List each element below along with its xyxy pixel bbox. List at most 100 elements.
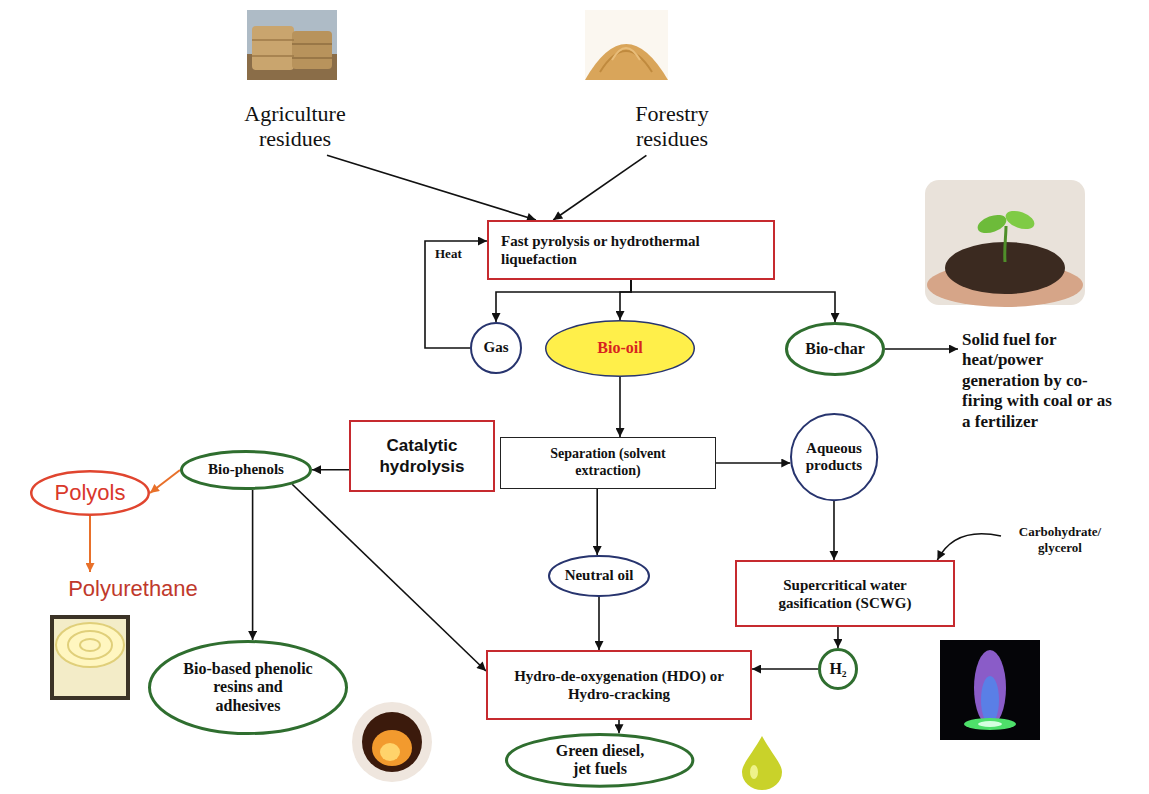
hay-bales-photo — [252, 39, 294, 41]
seedling-photo — [975, 211, 1009, 236]
flow-arrow — [619, 377, 621, 437]
product-ellipse: Bio-phenols — [180, 450, 312, 490]
foam-roll-photo — [68, 631, 112, 659]
process-box: Hydro-de-oxygenation (HDO) or Hydro-crac… — [486, 650, 752, 720]
foam-roll-photo — [56, 623, 124, 667]
product-ellipse: Bio-based phenolic resins and adhesives — [148, 640, 348, 735]
hydrogen-flame-photo — [940, 640, 1040, 740]
node-text: Bio-phenols — [208, 461, 284, 478]
product-ellipse: Green diesel, jet fuels — [505, 733, 694, 788]
fuel-drop-icon — [742, 736, 782, 790]
ellipse-outline — [787, 324, 884, 375]
ellipse-outline — [150, 642, 347, 734]
process-box: Fast pyrolysis or hydrothermal liquefact… — [487, 220, 775, 280]
product-ellipse: Bio-oil — [545, 320, 695, 377]
seedling-photo — [1005, 226, 1006, 262]
node-text: Supercritical water gasification (SCWG) — [758, 576, 933, 612]
hay-bales-photo — [292, 31, 332, 69]
product-ellipse: Bio-char — [785, 322, 885, 376]
node-text: Hydro-de-oxygenation (HDO) or Hydro-crac… — [499, 667, 739, 703]
text-group: Carbohydrate/ glycerol — [1005, 524, 1115, 555]
node-text: Polyurethane — [68, 576, 198, 602]
sawdust-photo — [600, 51, 652, 72]
flow-arrow — [252, 490, 254, 640]
text-group: Neutral oil — [565, 567, 634, 584]
flow-arrow — [596, 489, 598, 555]
node-text: Bio-oil — [597, 339, 642, 357]
text-group: Bio-char — [805, 340, 865, 358]
text-group: Polyols — [55, 480, 126, 505]
ellipse-outline — [546, 321, 695, 377]
flow-arrow — [620, 280, 631, 320]
sawdust-photo — [585, 10, 668, 80]
node-text: Polyols — [55, 480, 126, 505]
foam-roll-photo — [50, 615, 130, 700]
node-text: Fast pyrolysis or hydrothermal liquefact… — [501, 232, 706, 268]
hydrogen-flame-photo — [978, 721, 1002, 727]
hydrogen-flame-photo — [964, 718, 1016, 730]
product-circle: Gas — [470, 322, 522, 374]
flow-arrow — [631, 280, 835, 322]
ellipse-outline — [507, 734, 693, 786]
process-box: Catalytic hydrolysis — [349, 420, 495, 492]
hay-bales-photo — [252, 26, 294, 70]
source-label: Agriculture residues — [235, 96, 355, 156]
source-label: Forestry residues — [612, 96, 732, 156]
ellipse-outline — [791, 414, 877, 500]
molten-resin-photo — [380, 743, 400, 761]
text-group: Separation (solvent extraction) — [538, 446, 678, 480]
text-group: Green diesel, jet fuels — [545, 742, 655, 779]
seedling-photo — [1003, 207, 1037, 232]
separation-box: Separation (solvent extraction) — [500, 437, 716, 489]
text-group: Hydro-de-oxygenation (HDO) or Hydro-crac… — [499, 667, 739, 703]
flow-arrow — [327, 155, 536, 220]
flow-arrow — [618, 720, 620, 733]
flow-arrow — [292, 484, 486, 671]
molten-resin-photo — [352, 702, 432, 782]
molten-resin-photo — [352, 702, 432, 782]
product-circle: Aqueous products — [790, 413, 878, 501]
flow-arrow — [885, 348, 958, 350]
text-group: H₂ — [829, 660, 846, 678]
flow-arrow — [937, 534, 1001, 560]
hay-bales-photo — [292, 57, 332, 59]
flow-arrow — [150, 470, 180, 493]
node-text: H₂ — [829, 660, 846, 678]
sawdust-photo — [585, 10, 668, 80]
node-text: Forestry residues — [612, 101, 732, 152]
flow-arrow — [833, 501, 835, 560]
ellipse-outline — [182, 452, 311, 489]
node-text: Bio-char — [805, 340, 865, 358]
text-group: Polyurethane — [68, 576, 198, 602]
node-text: Green diesel, jet fuels — [545, 742, 655, 779]
flow-arrow — [89, 516, 91, 572]
molten-resin-photo — [362, 712, 422, 772]
sawdust-photo — [612, 48, 640, 60]
hydrogen-flame-photo — [974, 650, 1006, 726]
sawdust-photo — [585, 44, 668, 80]
flow-arrow — [312, 469, 349, 471]
text-group: Solid fuel for heat/power generation by … — [962, 330, 1124, 432]
flow-arrow — [496, 280, 631, 322]
text-group: Agriculture residues — [235, 101, 355, 152]
product-circle: H₂ — [818, 648, 858, 690]
text-group: Bio-oil — [597, 339, 642, 357]
input-label: Carbohydrate/ glycerol — [1005, 515, 1115, 565]
text-group: Aqueous products — [799, 440, 869, 475]
edge-label: Heat — [433, 246, 464, 262]
hay-bales-photo — [247, 10, 337, 80]
node-text: Carbohydrate/ glycerol — [1005, 524, 1115, 555]
hay-bales-photo — [292, 43, 332, 45]
foam-roll-photo — [80, 639, 100, 651]
molten-resin-photo — [372, 730, 412, 766]
product-ellipse: Neutral oil — [548, 555, 650, 597]
product-label: Polyurethane — [48, 572, 218, 606]
node-text: Solid fuel for heat/power generation by … — [962, 330, 1124, 432]
text-group: Forestry residues — [612, 101, 732, 152]
process-box: Supercritical water gasification (SCWG) — [735, 560, 955, 627]
ellipse-outline — [820, 650, 857, 689]
flow-arrow — [837, 627, 839, 648]
foam-roll-photo — [50, 615, 130, 700]
text-group: Supercritical water gasification (SCWG) — [758, 576, 933, 612]
